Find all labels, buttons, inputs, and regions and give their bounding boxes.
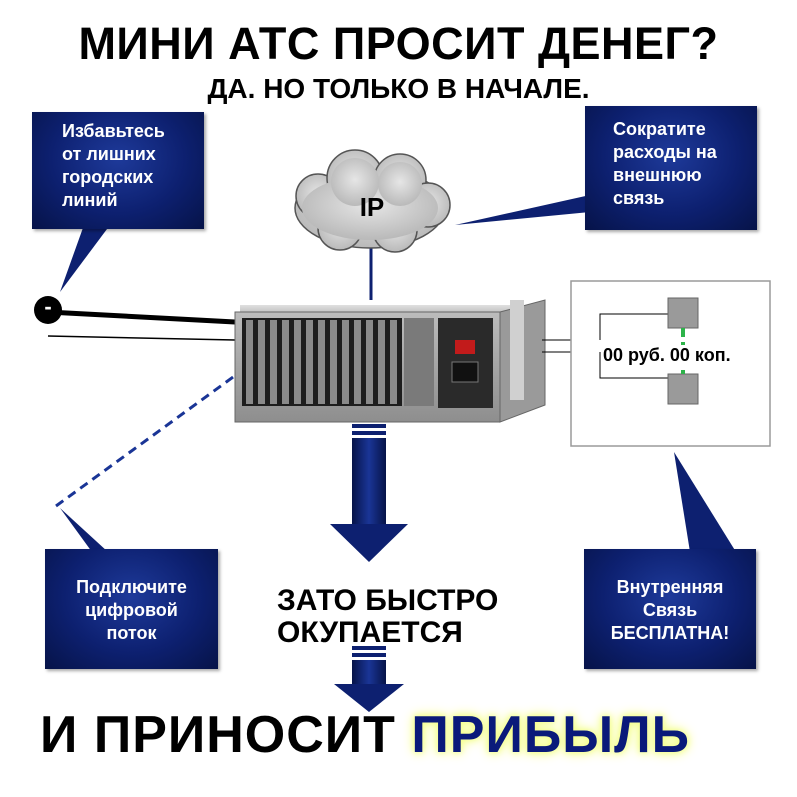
- phone-icon: [667, 297, 699, 329]
- line-node-label: -: [44, 294, 52, 319]
- callout-pointer-bottom-left: [60, 508, 108, 552]
- bottom-slogan: И ПРИНОСИТ ПРИБЫЛЬ: [40, 705, 690, 765]
- callout-free-internal: Внутренняя Связь БЕСПЛАТНА!: [584, 549, 756, 669]
- callout-line: расходы на: [613, 142, 717, 162]
- ip-cloud-label: IP: [359, 192, 385, 222]
- callout-line: от лишних: [62, 144, 156, 164]
- callout-line: Избавьтесь: [62, 121, 165, 141]
- digital-stream-line: [55, 370, 241, 508]
- city-line-thin: [47, 335, 236, 341]
- payback-line: ЗАТО БЫСТРО: [277, 584, 499, 617]
- callout-line: связь: [613, 188, 665, 208]
- callout-pointer-bottom-right: [674, 452, 736, 552]
- ip-cloud: [294, 149, 451, 253]
- callout-line: БЕСПЛАТНА!: [610, 623, 730, 643]
- callout-line: Внутренняя: [616, 577, 724, 597]
- slogan-highlight: ПРИБЫЛЬ: [411, 706, 690, 764]
- page-subtitle: ДА. НО ТОЛЬКО В НАЧАЛЕ.: [207, 73, 590, 104]
- payback-line: ОКУПАЕТСЯ: [277, 616, 463, 649]
- callout-line: линий: [62, 190, 118, 210]
- callout-line: Подключите: [76, 577, 187, 597]
- pbx-device: [234, 299, 546, 423]
- callout-digital-stream: Подключите цифровой поток: [45, 549, 218, 669]
- callout-line: внешнюю: [613, 165, 702, 185]
- callout-line: поток: [106, 623, 157, 643]
- payback-text: ЗАТО БЫСТРО ОКУПАЕТСЯ: [277, 585, 498, 649]
- callout-pointer-top-right: [455, 195, 590, 225]
- callout-line: Связь: [642, 600, 698, 620]
- callout-line: Сократите: [613, 119, 706, 139]
- phone-icon: [667, 373, 699, 405]
- callout-line: городских: [62, 167, 154, 187]
- callout-reduce-costs: Сократите расходы на внешнюю связь: [585, 106, 757, 230]
- page-title: МИНИ АТС ПРОСИТ ДЕНЕГ?: [78, 18, 719, 69]
- callout-remove-city-lines: Избавьтесь от лишних городских линий: [32, 112, 204, 229]
- callout-line: цифровой: [85, 600, 178, 620]
- down-arrow-small: [334, 646, 404, 712]
- city-line: [47, 309, 236, 325]
- slogan-prefix: И ПРИНОСИТ: [40, 706, 396, 764]
- down-arrow-large: [330, 424, 408, 562]
- callout-pointer-top-left: [60, 225, 110, 292]
- line-node: [34, 296, 62, 324]
- price-label: 00 руб. 00 коп.: [601, 345, 733, 366]
